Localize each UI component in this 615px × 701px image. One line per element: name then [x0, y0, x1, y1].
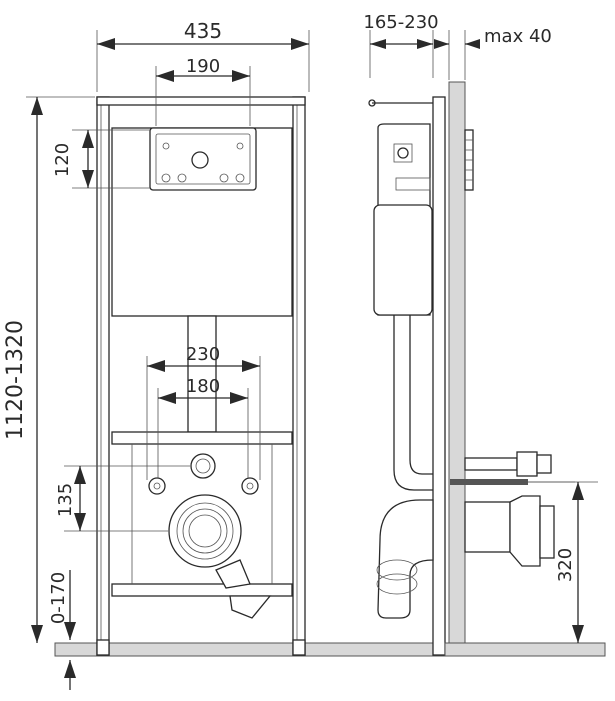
dim-foot-adjust: 0-170 [48, 572, 69, 624]
dim-outlet-height: 320 [555, 548, 576, 582]
waste-elbow [377, 499, 434, 619]
front-view [54, 96, 456, 657]
waste-outlet [168, 494, 242, 568]
flush-plate-opening [149, 127, 257, 191]
crossbar-upper [111, 431, 293, 445]
dim-depth-range: 165-230 [363, 12, 438, 33]
frame-left-post [96, 96, 110, 656]
mounting-bolt-left [148, 477, 166, 495]
water-inlet [190, 453, 216, 479]
dim-stud-spacing-outer: 230 [186, 344, 220, 365]
floor [54, 642, 456, 657]
side-frame-post [432, 96, 446, 656]
mounting-bolt-right [241, 477, 259, 495]
downpipe [187, 315, 217, 433]
dim-flush-plate-height: 120 [52, 143, 73, 177]
dim-flush-plate-width: 190 [186, 56, 220, 77]
frame-right-post [292, 96, 306, 656]
dim-total-height: 1120-1320 [3, 320, 28, 440]
dim-wall-offset: max 40 [484, 26, 552, 47]
wall [448, 81, 466, 644]
crossbar-lower [111, 583, 293, 597]
dimension-lines: 435 190 120 1120-1320 230 180 [3, 12, 598, 690]
dim-stud-spacing-inner: 180 [186, 376, 220, 397]
frame-top-bar [96, 96, 306, 106]
dim-outlet-offset: 135 [55, 483, 76, 517]
dim-frame-width: 435 [184, 19, 222, 43]
flush-valve-icon [191, 151, 209, 169]
side-view [368, 81, 606, 657]
